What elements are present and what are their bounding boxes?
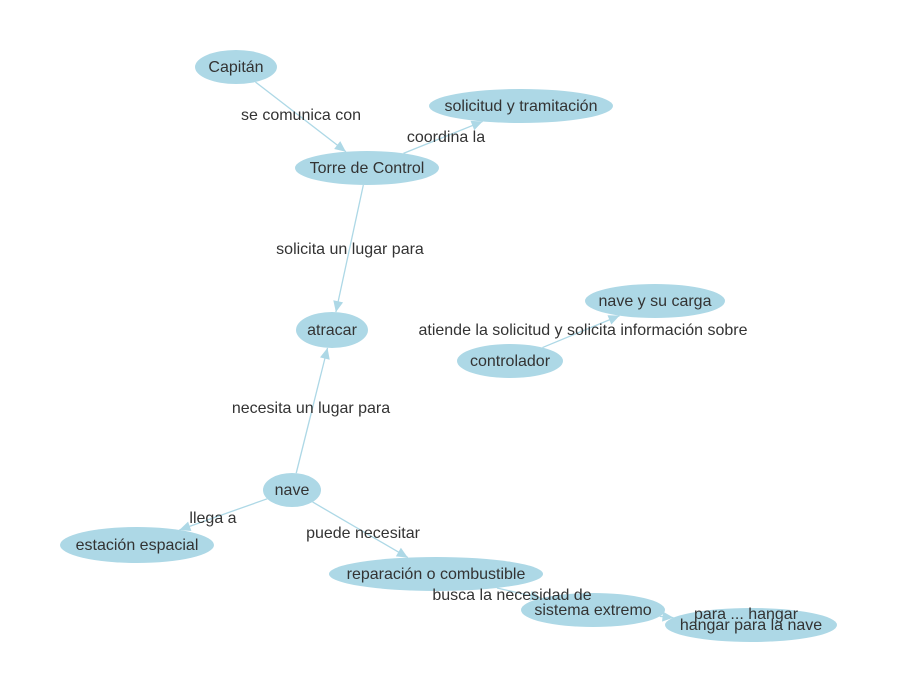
node-label-capitan: Capitán <box>208 59 263 76</box>
node-label-solicitud: solicitud y tramitación <box>445 98 598 115</box>
node-shape-sistema <box>521 593 665 627</box>
node-label-reparacion: reparación o combustible <box>347 566 526 583</box>
arrowhead-capitan-torre <box>334 141 346 152</box>
node-reparacion[interactable]: reparación o combustible <box>329 557 543 591</box>
edge-label-torre-atracar: solicita un lugar para <box>276 241 424 258</box>
node-capitan[interactable]: Capitán <box>195 50 277 84</box>
node-sistema[interactable]: sistema extremo <box>521 593 665 627</box>
edge-nave-reparacion <box>312 501 409 559</box>
edge-label-nave-atracar: necesita un lugar para <box>232 400 390 417</box>
node-label-nave_carga: nave y su carga <box>599 293 712 310</box>
arrowhead-sistema-hangar <box>662 611 674 622</box>
node-shape-nave_carga <box>585 284 725 318</box>
edge-label-sistema-hangar: para ... hangar <box>694 606 799 623</box>
node-atracar[interactable]: atracar <box>296 312 368 348</box>
node-controlador[interactable]: controlador <box>457 344 563 378</box>
arrowhead-nave-estacion <box>179 521 192 532</box>
node-shape-estacion <box>60 527 214 563</box>
node-shape-atracar <box>296 312 368 348</box>
edge-nave-estacion <box>179 498 268 531</box>
node-shape-hangar <box>665 608 837 642</box>
node-label-controlador: controlador <box>470 353 551 370</box>
edge-capitan-torre <box>255 81 347 153</box>
node-estacion[interactable]: estación espacial <box>60 527 214 563</box>
arrowhead-nave-reparacion <box>395 547 408 558</box>
node-shape-reparacion <box>329 557 543 591</box>
node-solicitud[interactable]: solicitud y tramitación <box>429 89 613 123</box>
node-torre[interactable]: Torre de Control <box>295 151 439 185</box>
arrowhead-torre-atracar <box>333 300 344 313</box>
node-shape-solicitud <box>429 89 613 123</box>
edge-label-capitan-torre: se comunica con <box>241 107 361 124</box>
node-label-estacion: estación espacial <box>76 537 199 554</box>
node-label-sistema: sistema extremo <box>534 602 651 619</box>
node-nave[interactable]: nave <box>263 473 321 507</box>
arrowhead-reparacion-sistema <box>529 590 542 601</box>
arrowhead-nave-atracar <box>320 347 330 360</box>
edge-nave-atracar <box>295 347 329 474</box>
edge-torre-solicitud <box>403 120 483 154</box>
edge-label-nave-estacion: llega a <box>189 510 236 527</box>
node-label-atracar: atracar <box>307 322 357 339</box>
node-label-nave: nave <box>275 482 310 499</box>
edge-label-torre-solicitud: coordina la <box>407 129 485 146</box>
node-shape-nave <box>263 473 321 507</box>
edges-layer <box>179 81 674 622</box>
edge-torre-atracar <box>335 184 364 313</box>
edge-label-controlador-nave_carga: atiende la solicitud y solicita informac… <box>418 322 747 339</box>
node-shape-capitan <box>195 50 277 84</box>
node-nave_carga[interactable]: nave y su carga <box>585 284 725 318</box>
arrowhead-controlador-nave_carga <box>607 315 620 325</box>
node-shape-controlador <box>457 344 563 378</box>
arrowhead-torre-solicitud <box>470 120 483 131</box>
node-shape-torre <box>295 151 439 185</box>
node-hangar[interactable]: hangar para la nave <box>665 608 837 642</box>
edge-labels-layer: se comunica con coordina la solicita un lu… <box>189 107 798 623</box>
edge-label-reparacion-sistema: busca la necesidad de <box>432 587 591 604</box>
edge-label-nave-reparacion: puede necesitar <box>306 525 421 542</box>
node-label-torre: Torre de Control <box>310 160 425 177</box>
edge-controlador-nave_carga <box>542 315 620 349</box>
node-label-hangar: hangar para la nave <box>680 617 822 634</box>
